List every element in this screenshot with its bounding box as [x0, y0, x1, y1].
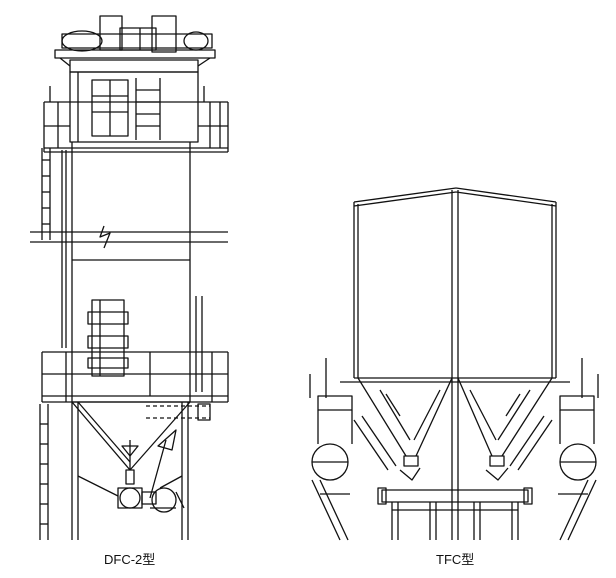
lower-platform-railing [41, 351, 229, 403]
tfc-body [340, 190, 570, 540]
support-legs [39, 402, 189, 540]
caption-dfc-2: DFC-2型 [104, 552, 156, 567]
tfc-roof [353, 187, 557, 207]
main-casing [30, 142, 228, 402]
dfc-2-dust-collector [30, 15, 229, 540]
upper-platform-railing [43, 86, 229, 153]
lower-access-door [87, 299, 129, 377]
discharge-drive [117, 487, 185, 513]
hopper [71, 401, 211, 499]
top-fan-assembly [54, 15, 216, 73]
caption-tfc: TFC型 [436, 552, 475, 567]
tfc-dust-collector [309, 187, 599, 541]
tfc-legs [391, 502, 519, 540]
tfc-hoppers [357, 377, 553, 481]
tfc-conveyor [311, 479, 597, 541]
upper-filter-box [69, 71, 199, 143]
tfc-side-equipment [309, 358, 599, 481]
side-ladder [41, 148, 67, 348]
